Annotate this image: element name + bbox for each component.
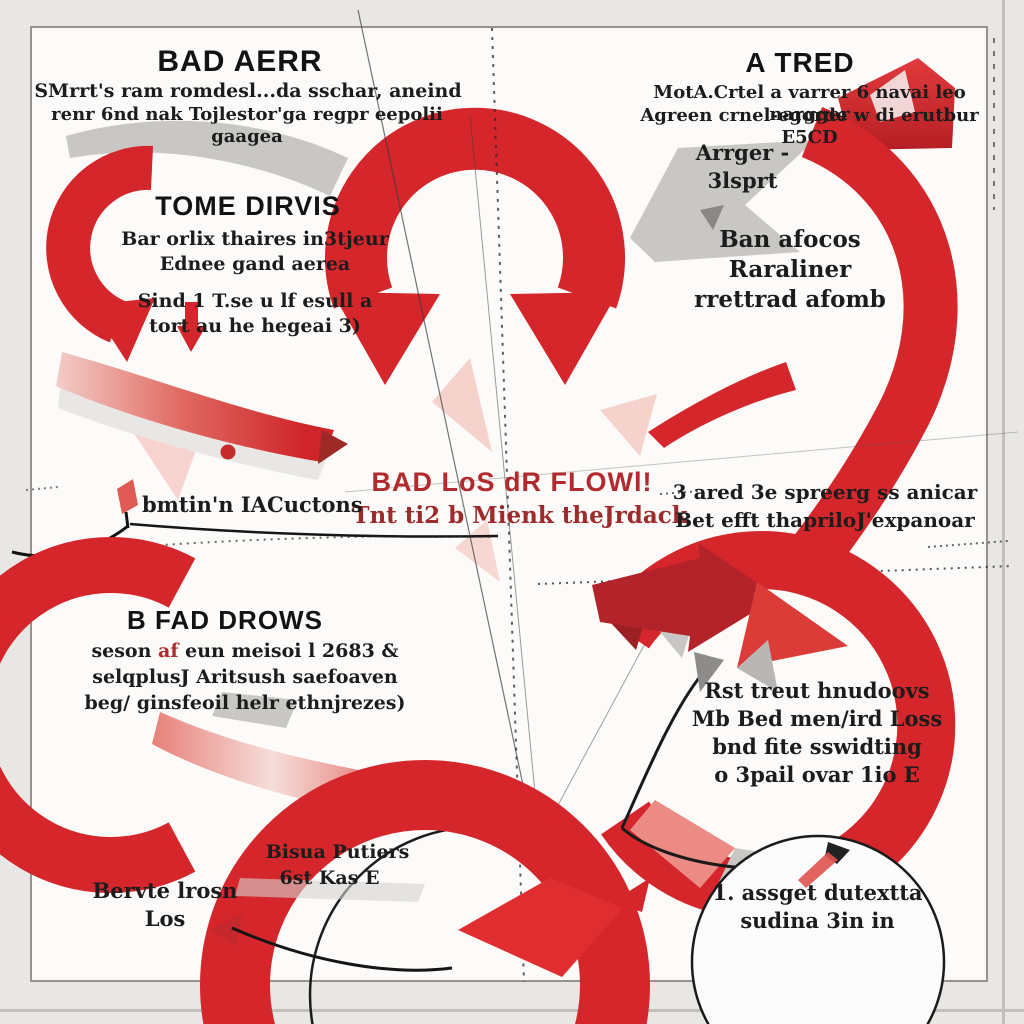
bottom-right-circle: [690, 834, 946, 1024]
bottom-left-line-1-pre: seson: [91, 640, 159, 662]
top-right-note-1: Arrger -: [695, 140, 790, 165]
center-title: BAD LoS dR FLOWl!: [371, 467, 653, 497]
bottom-left-line-1-post: eun meisoi l 2683 &: [178, 640, 399, 662]
bottom-right-line-4: o 3pail ovar 1io E: [714, 762, 920, 787]
bottom-left-line-2: selqplusJ Aritsush saefoaven: [92, 666, 398, 688]
bottom-left-title: B FAD DROWS: [127, 605, 323, 635]
bottom-right-circle-line-1: 1. assget dutextta: [712, 880, 923, 905]
bottom-left-caption-2: Los: [144, 906, 186, 931]
top-center-cycle-arrow: [325, 107, 625, 385]
top-left-curved-arrow: [46, 145, 155, 362]
top-right-title: A TRED: [745, 47, 855, 78]
bottom-center-badge-1: Bisua Putiers: [265, 841, 410, 863]
bottom-right-dark-red-arrow: [592, 543, 778, 658]
bottom-right-circle-line-2: sudina 3in in: [740, 908, 895, 933]
bottom-right-line-3: bnd fite sswidting: [712, 734, 922, 759]
bottom-left-line-1: seson af eun meisoi l 2683 &: [60, 640, 430, 663]
tome-line-2: Ednee gand aerea: [159, 253, 351, 275]
bottom-right-up-triangle-arrow: [737, 582, 848, 692]
bottom-center-red-kite-arrow: [458, 878, 650, 977]
top-right-note-2: 3lsprt: [707, 168, 778, 193]
bottom-left-caption-1: Bervte lrosn: [92, 878, 238, 903]
bottom-left-line-1-accent: af: [158, 640, 179, 662]
center-subtitle: Tnt ti2 b Mienk theJrdack: [352, 502, 688, 529]
top-right-subtitle-2: Agreen crnel-egorde w di erutbur E5CD: [640, 105, 979, 148]
top-right-gray-arrow: [630, 140, 815, 262]
top-right-ban-1: Ban afocos: [719, 226, 861, 253]
top-right-subtitle-1: MotA.Crtel a varrer 6 navai leo nargger: [653, 82, 966, 125]
top-left-subtitle-2: renr 6nd nak Tojlestor'ga regpr eepolii …: [51, 104, 443, 147]
small-down-arrow: [177, 302, 206, 352]
frame-right-line: [1002, 0, 1005, 1024]
top-right-ban-3: rrettrad afomb: [694, 286, 886, 313]
bottom-center-badge-2: 6st Kas E: [279, 867, 380, 889]
bottom-right-line-1: Rst treut hnudoovs: [704, 678, 930, 703]
bottom-left-curved-arrow: [0, 537, 196, 893]
top-left-gray-swoosh: [66, 120, 348, 196]
mid-left-label: bmtin'n IACuctons: [142, 492, 363, 517]
bottom-left-note-connector: [210, 914, 453, 972]
tome-title: TOME DIRVIS: [155, 191, 341, 221]
dotted-guide-lines: [25, 27, 1013, 983]
top-left-subtitle-1: SMrrt's ram romdesl...da sschar, aneind: [34, 80, 462, 102]
bottom-center-red-ring: [200, 760, 650, 1024]
top-right-ban-2: Raraliner: [728, 256, 852, 283]
red-dot: [220, 444, 236, 460]
bottom-left-line-3: beg/ ginsfeoil helr ethnjrezes): [84, 692, 406, 714]
bottom-right-line-2: Mb Bed men/ird Loss: [691, 706, 943, 731]
tome-line-3: Sind 1 T.se u lf esull a: [137, 290, 373, 312]
left-ribbon-arrow: [56, 352, 348, 480]
tome-line-4: tort au he hegeai 3): [149, 315, 361, 337]
frame-bottom-line: [0, 1009, 1024, 1012]
mid-right-line-2: Bet efft thapriloJ'expanoar: [675, 508, 975, 532]
tome-line-1: Bar orlix thaires in3tjeur: [121, 228, 389, 250]
top-left-title: BAD AERR: [157, 45, 323, 78]
mid-right-line-1: 3 ared 3e spreerg ss anicar: [672, 480, 978, 504]
